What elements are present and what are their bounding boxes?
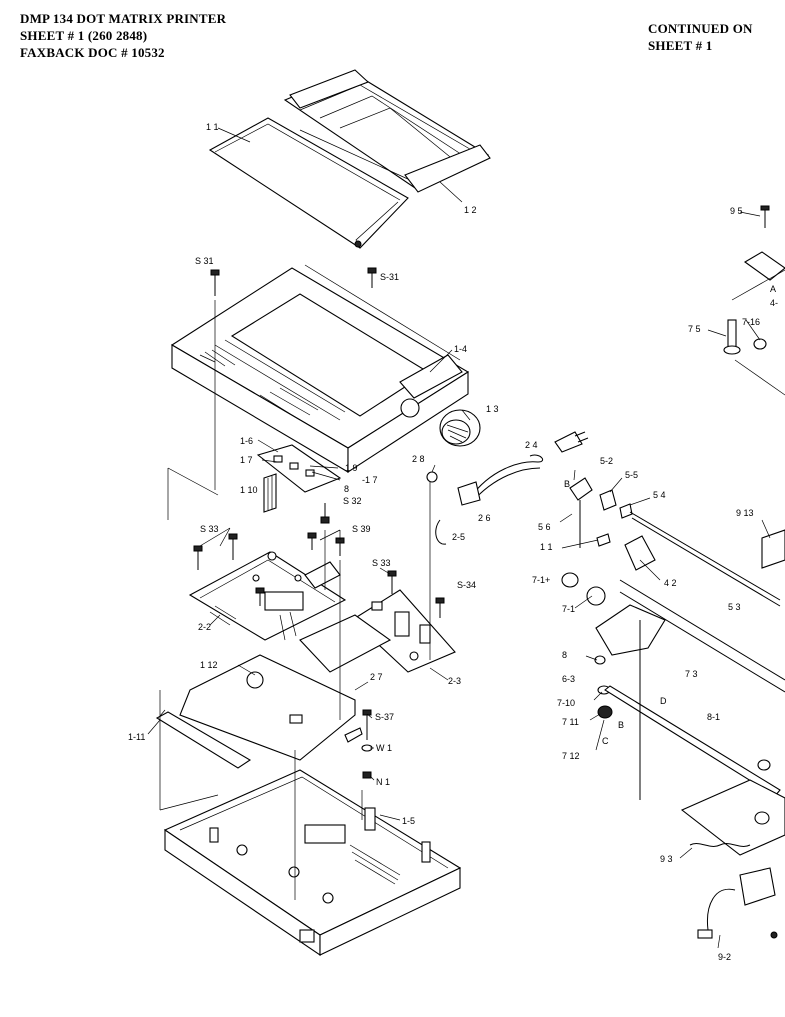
label-1-11: 1-11 bbox=[128, 732, 145, 742]
continued-line-1: CONTINUED ON bbox=[648, 21, 753, 36]
switch-panel-part bbox=[256, 444, 342, 513]
carriage-mechanism-part bbox=[561, 477, 785, 800]
screw-s39-group bbox=[307, 532, 345, 556]
label-1-1: 1 1 bbox=[206, 122, 219, 132]
assembly-guide-lines bbox=[159, 264, 461, 900]
label-7-1-plus: 7-1+ bbox=[532, 575, 550, 585]
label-8-1: 8-1 bbox=[707, 712, 720, 722]
label-1-6: 1-6 bbox=[240, 436, 253, 446]
label-s32: S 32 bbox=[343, 496, 362, 506]
label-2-5: 2-5 bbox=[452, 532, 465, 542]
top-cover-part bbox=[208, 117, 409, 249]
power-cord-part bbox=[426, 431, 589, 545]
screw-s32 bbox=[320, 503, 330, 524]
label-8-switch: 8 bbox=[344, 484, 349, 494]
label-9-3: 9 3 bbox=[660, 854, 673, 864]
upper-case-part bbox=[170, 267, 470, 474]
label-8-mech: 8 bbox=[562, 650, 567, 660]
label-1-2: 1 2 bbox=[464, 205, 477, 215]
label-1-4: 1-4 bbox=[454, 344, 467, 354]
label-7-12: 7 12 bbox=[562, 751, 580, 761]
label-7-5: 7 5 bbox=[688, 324, 701, 334]
label-w1: W 1 bbox=[376, 743, 392, 753]
main-pcb-part bbox=[188, 551, 347, 641]
label-5-2: 5-2 bbox=[600, 456, 613, 466]
label-7-10: 7-10 bbox=[557, 698, 575, 708]
far-right-parts bbox=[680, 205, 785, 939]
label-b-lower: B bbox=[618, 720, 624, 730]
label-n1: N 1 bbox=[376, 777, 390, 787]
label-7-16: 7-16 bbox=[742, 317, 760, 327]
label-9-5: 9 5 bbox=[730, 206, 743, 216]
label-7-11: 7 11 bbox=[562, 717, 579, 727]
label-7-1: 7-1 bbox=[562, 604, 575, 614]
label-s34: S-34 bbox=[457, 580, 476, 590]
paper-guide-part bbox=[283, 69, 491, 193]
label-5-6: 5 6 bbox=[538, 522, 551, 532]
label-5-4: 5 4 bbox=[653, 490, 666, 500]
label-4-dash: 4- bbox=[770, 298, 778, 308]
label-d: D bbox=[660, 696, 667, 706]
label-1-1-right: 1 1 bbox=[540, 542, 553, 552]
label-1-7: 1 7 bbox=[240, 455, 253, 465]
label-1-9: 1 9 bbox=[345, 463, 358, 473]
header-line-2: SHEET # 1 (260 2848) bbox=[20, 28, 148, 43]
label-7-3: 7 3 bbox=[685, 669, 698, 679]
screw-s31-right bbox=[367, 267, 377, 288]
label-1-3: 1 3 bbox=[486, 404, 499, 414]
label-s33-right: S 33 bbox=[372, 558, 391, 568]
label-a: A bbox=[770, 284, 776, 294]
label-5-3: 5 3 bbox=[728, 602, 741, 612]
label-1-7-right: -1 7 bbox=[362, 475, 378, 485]
label-2-6: 2 6 bbox=[478, 513, 491, 523]
continued-note: CONTINUED ON SHEET # 1 bbox=[648, 20, 753, 54]
label-s37: S-37 bbox=[375, 712, 394, 722]
label-s33-left: S 33 bbox=[200, 524, 219, 534]
label-4-2: 4 2 bbox=[664, 578, 677, 588]
label-9-13: 9 13 bbox=[736, 508, 754, 518]
label-c: C bbox=[602, 736, 609, 746]
bracket-part bbox=[155, 709, 252, 769]
platen-knob-part bbox=[439, 409, 481, 447]
label-b-upper: B bbox=[564, 479, 570, 489]
label-5-5: 5-5 bbox=[625, 470, 638, 480]
label-2-2: 2-2 bbox=[198, 622, 211, 632]
lower-case-part bbox=[163, 769, 462, 957]
label-2-7: 2 7 bbox=[370, 672, 383, 682]
label-leaders bbox=[147, 127, 771, 949]
label-s39: S 39 bbox=[352, 524, 371, 534]
header-line-1: DMP 134 DOT MATRIX PRINTER bbox=[20, 11, 227, 26]
label-9-2: 9-2 bbox=[718, 952, 731, 962]
continued-line-2: SHEET # 1 bbox=[648, 38, 713, 53]
label-1-10: 1 10 bbox=[240, 485, 258, 495]
shield-plate-part bbox=[179, 614, 392, 761]
document-header: DMP 134 DOT MATRIX PRINTER SHEET # 1 (26… bbox=[20, 10, 226, 61]
label-2-4: 2 4 bbox=[525, 440, 538, 450]
power-pcb-part bbox=[351, 570, 456, 673]
label-6-3: 6-3 bbox=[562, 674, 575, 684]
label-2-3: 2-3 bbox=[448, 676, 461, 686]
label-s31-left: S 31 bbox=[195, 256, 214, 266]
label-1-12: 1 12 bbox=[200, 660, 218, 670]
label-1-5: 1-5 bbox=[402, 816, 415, 826]
header-line-3: FAXBACK DOC # 10532 bbox=[20, 45, 165, 60]
label-2-8: 2 8 bbox=[412, 454, 425, 464]
screw-s33-group bbox=[193, 533, 265, 606]
label-s31-right: S-31 bbox=[380, 272, 399, 282]
screw-s31-left bbox=[210, 269, 220, 296]
